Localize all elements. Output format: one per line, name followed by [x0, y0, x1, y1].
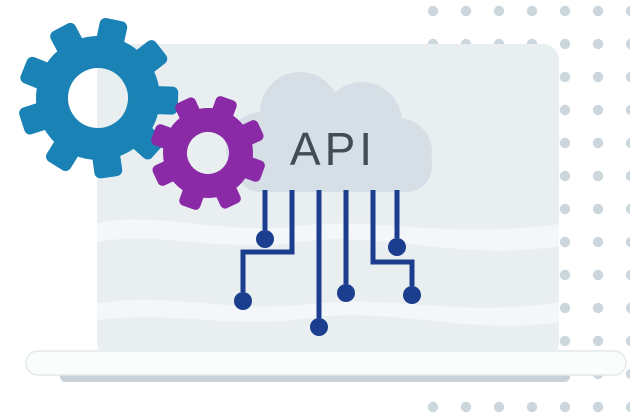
circuit-node [310, 318, 328, 336]
laptop-base [25, 350, 627, 376]
circuit-node [256, 230, 274, 248]
gear-ring [163, 108, 253, 198]
circuit-node [388, 238, 406, 256]
circuit-node [337, 284, 355, 302]
wave-band-lower [97, 299, 559, 326]
circuit-node [403, 286, 421, 304]
circuit-node [234, 292, 252, 310]
screen-waves [97, 219, 559, 326]
api-cloud: API [226, 72, 432, 192]
purple-gear [149, 94, 267, 212]
wave-band-upper [97, 219, 559, 251]
circuit-line [370, 190, 415, 286]
circuit-line [240, 190, 295, 292]
blue-gear [17, 16, 179, 180]
gear-ring [36, 36, 160, 160]
cloud-body [235, 138, 432, 192]
api-label: API [290, 123, 376, 175]
circuit-traces [234, 190, 421, 336]
